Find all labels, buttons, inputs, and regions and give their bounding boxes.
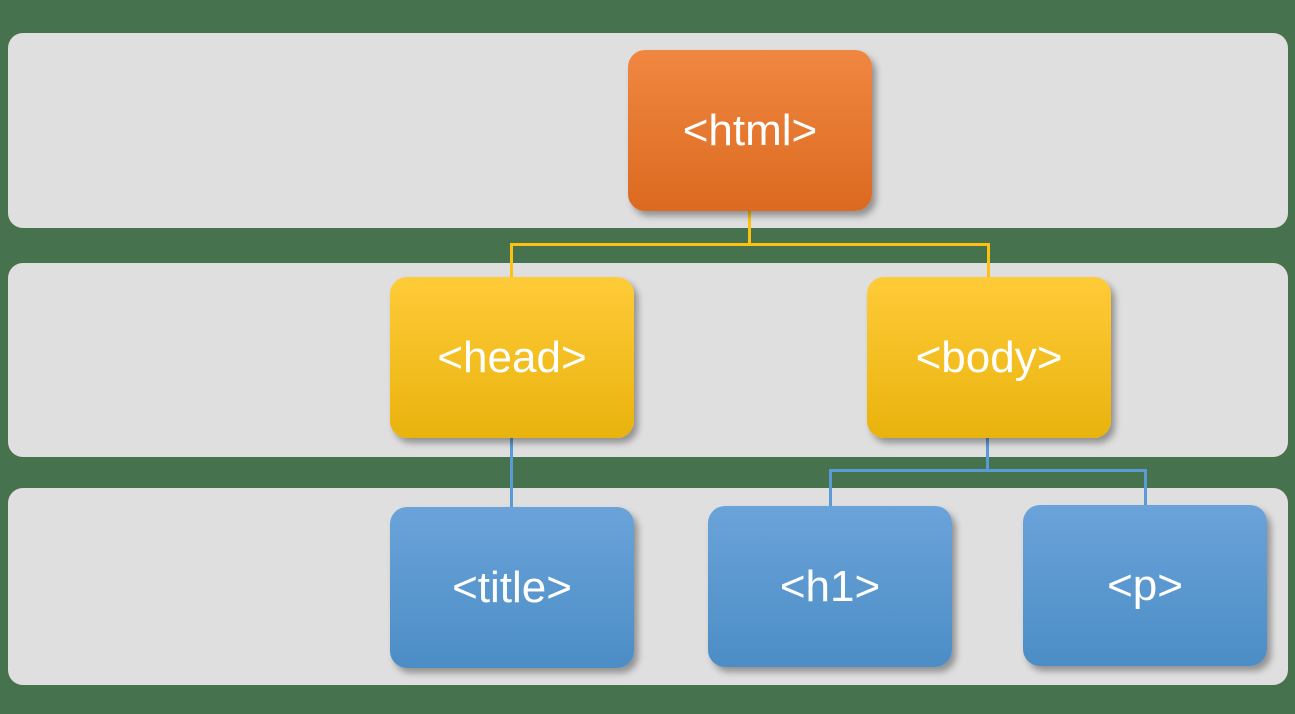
connector-html-stem <box>748 210 751 246</box>
node-body-label: <body> <box>915 332 1063 382</box>
connector-html-crossbar <box>510 243 990 246</box>
connector-body-to-p <box>1144 469 1147 507</box>
node-body: <body> <box>867 277 1111 438</box>
connector-body-to-h1 <box>829 469 832 508</box>
connector-html-to-body <box>987 243 990 279</box>
node-title-label: <title> <box>452 562 572 612</box>
node-p-label: <p> <box>1107 560 1183 610</box>
node-html-label: <html> <box>682 105 818 155</box>
node-p: <p> <box>1023 505 1267 666</box>
node-h1-label: <h1> <box>779 561 881 611</box>
node-head: <head> <box>390 277 634 438</box>
connector-head-to-title <box>510 437 513 509</box>
connector-html-to-head <box>510 243 513 279</box>
node-html: <html> <box>628 50 872 211</box>
node-title: <title> <box>390 507 634 668</box>
node-h1: <h1> <box>708 506 952 667</box>
connector-body-crossbar <box>829 469 1147 472</box>
connector-body-stem <box>986 437 989 472</box>
node-head-label: <head> <box>437 332 587 382</box>
